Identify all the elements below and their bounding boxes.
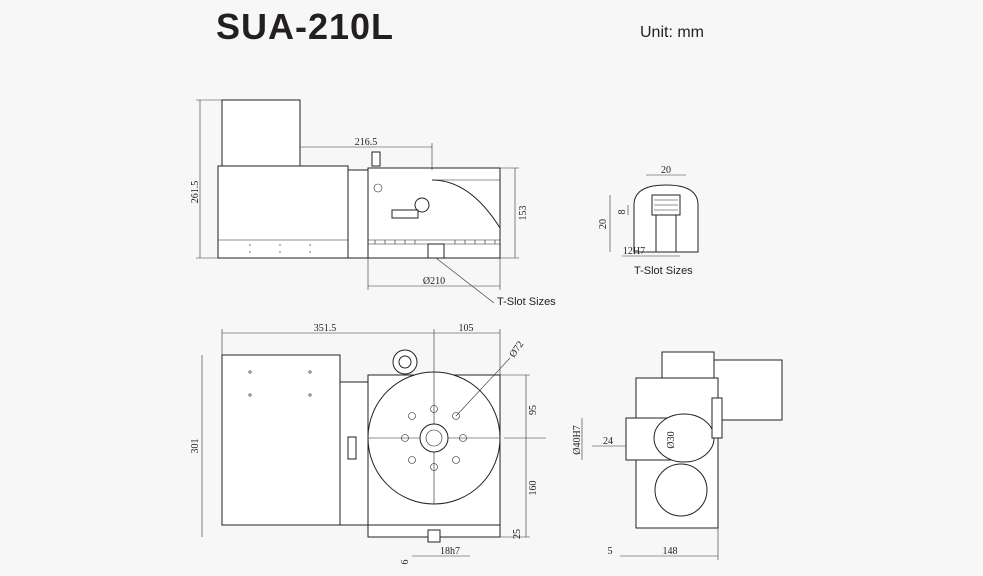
- motor-cover: [221, 99, 301, 169]
- front-table-housing: [367, 167, 501, 259]
- dim-slot-h20: 20: [598, 219, 609, 229]
- dim-slot-8: 8: [617, 210, 628, 215]
- front-view: 261.5 216.5 153 Ø210: [190, 99, 529, 304]
- unit-label: Unit: mm: [640, 24, 704, 41]
- callout-tslot-detail: T-Slot Sizes: [634, 265, 693, 277]
- model-title: SUA-210L: [216, 6, 395, 47]
- plan-motor: [221, 354, 341, 526]
- front-flange: [347, 169, 369, 259]
- front-body: [217, 165, 349, 259]
- dim-261-5: 261.5: [190, 181, 201, 204]
- dim-slot-12h7: 12H7: [623, 246, 645, 257]
- dim-105: 105: [459, 323, 474, 334]
- dim-6: 6: [400, 560, 411, 565]
- dim-phi-210: Ø210: [423, 276, 445, 287]
- callout-tslot-sizes: T-Slot Sizes: [497, 296, 556, 308]
- dim-153: 153: [518, 206, 529, 221]
- plan-view: 351.5 105 Ø72 301 95 160 25 18h7 6: [190, 323, 546, 565]
- dim-160: 160: [528, 481, 539, 496]
- dim-216-5: 216.5: [355, 137, 378, 148]
- dim-148: 148: [663, 546, 678, 557]
- dim-24: 24: [603, 436, 613, 447]
- dim-351-5: 351.5: [314, 323, 337, 334]
- dim-18h7: 18h7: [440, 546, 460, 557]
- dim-phi-30: Ø30: [666, 431, 677, 448]
- dim-phi-72: Ø72: [507, 339, 526, 359]
- dim-slot-20: 20: [661, 165, 671, 176]
- dim-phi-40h7: Ø40H7: [572, 425, 583, 454]
- dim-5: 5: [608, 546, 613, 557]
- side-view: Ø40H7 24 Ø30 148 5: [572, 351, 783, 560]
- tslot-detail: 20 20 8 12H7: [598, 165, 699, 257]
- dim-301: 301: [190, 439, 201, 454]
- dim-95: 95: [528, 405, 539, 415]
- dim-25: 25: [512, 529, 523, 539]
